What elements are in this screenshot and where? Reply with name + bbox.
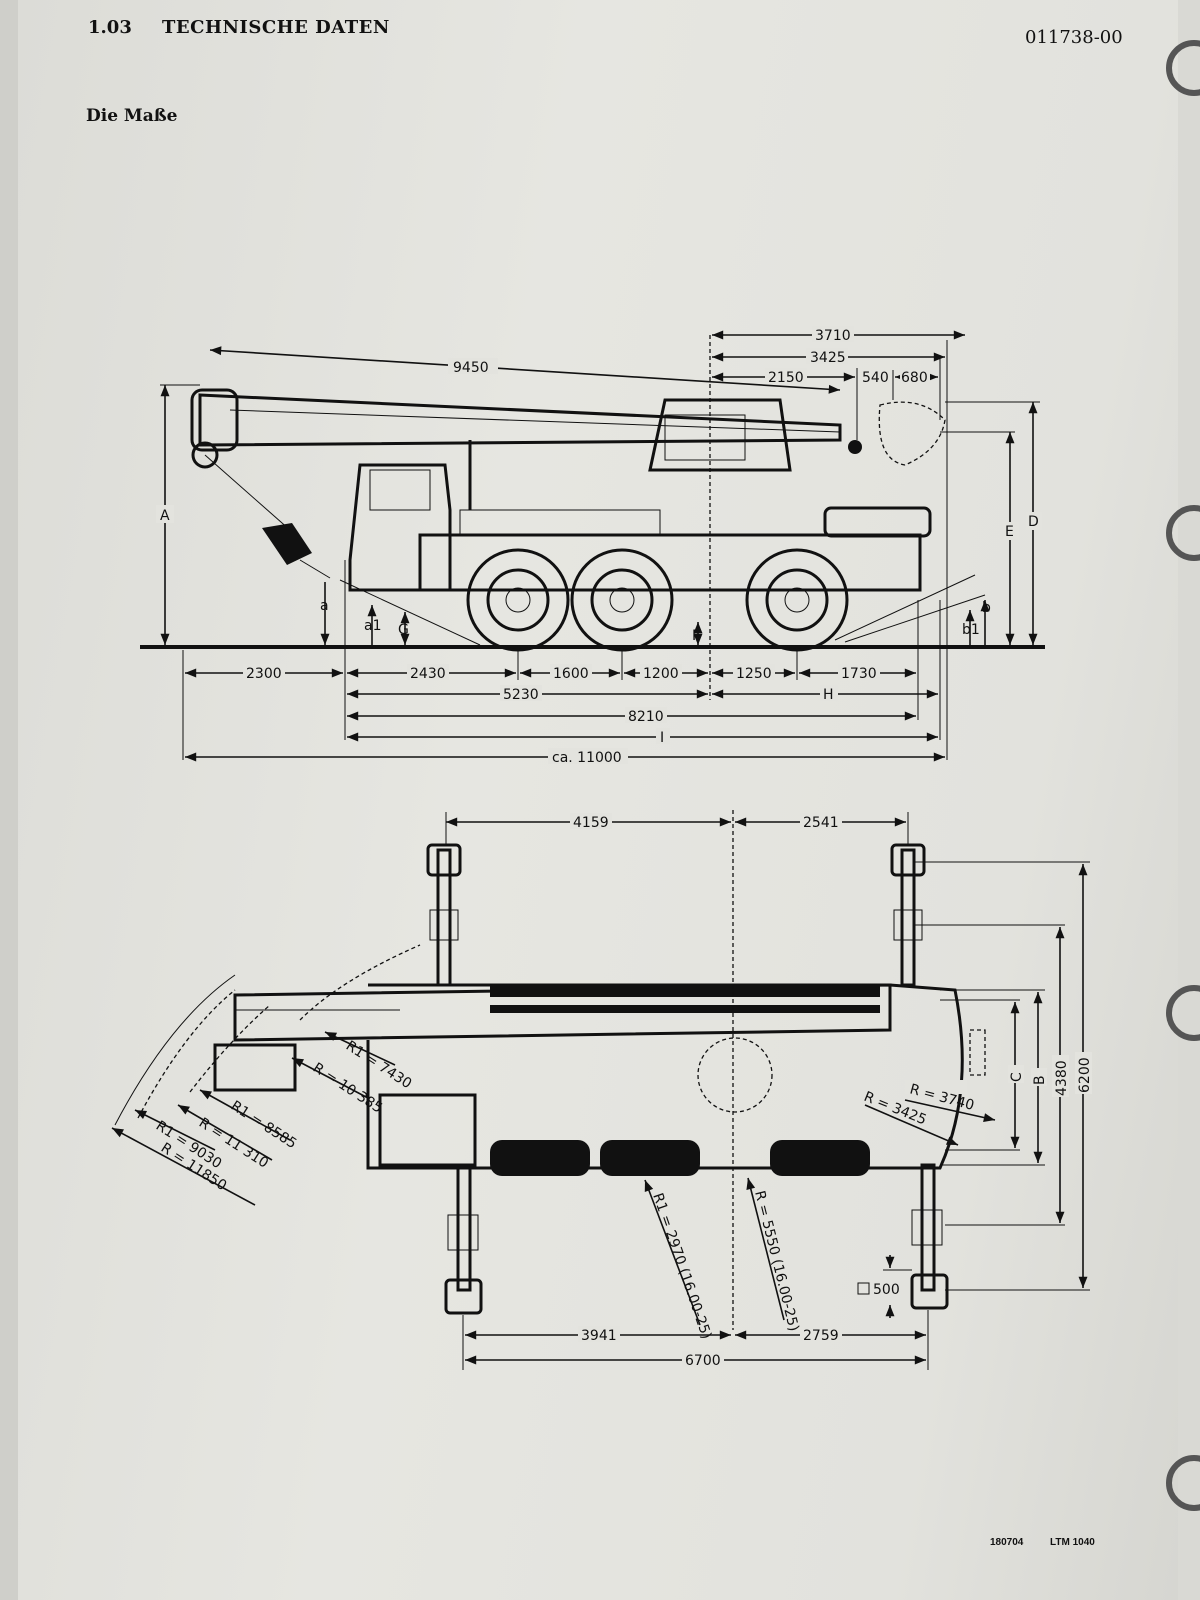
document-number: 011738-00: [1025, 27, 1123, 48]
section-title: TECHNISCHE DATEN: [162, 17, 390, 38]
dim-H-label: H: [823, 687, 834, 703]
tyre: [490, 1140, 590, 1176]
binder-ring: [1166, 40, 1200, 96]
height-D-label: D: [1028, 514, 1039, 530]
wheel: [466, 548, 570, 652]
crane-cab: [648, 398, 792, 472]
dim-C-label: C: [1009, 1072, 1025, 1082]
clearance-a-label: a: [320, 598, 329, 614]
tyre: [600, 1140, 700, 1176]
dim-1730: 1730: [841, 666, 877, 682]
height-A-label: A: [160, 508, 170, 524]
dim-overall-length: ca. 11000: [552, 750, 622, 766]
outrigger-front: [426, 843, 483, 1315]
dim-2300: 2300: [246, 666, 282, 682]
hook-block: [213, 1043, 297, 1092]
side-view-drawing: 9450 3710 3425 2150 540 680 A D E a a1 G…: [140, 326, 1045, 766]
dim-6700: 6700: [685, 1353, 721, 1369]
binder-ring: [1166, 505, 1200, 561]
dim-2541: 2541: [803, 815, 839, 831]
top-view-drawing: R1 = 7430 R = 10 385 R1 = 8585 R = 11 31…: [111, 810, 1093, 1370]
dim-6200: 6200: [1077, 1057, 1093, 1093]
dim-680: 680: [901, 370, 928, 386]
chassis: [418, 533, 922, 592]
dim-boom-length: 9450: [453, 360, 489, 376]
turning-radius-r: R = 5550 (16.00-25): [751, 1189, 801, 1333]
dim-I-label: I: [660, 730, 664, 746]
dim-8210: 8210: [628, 709, 664, 725]
dim-4159: 4159: [573, 815, 609, 831]
angle-b1-label: b1: [962, 622, 980, 638]
dim-2150: 2150: [768, 370, 804, 386]
carrier-cab: [348, 463, 452, 592]
wheel: [570, 548, 674, 652]
dim-1600: 1600: [553, 666, 589, 682]
binder-ring: [1166, 985, 1200, 1041]
dim-3941: 3941: [581, 1328, 617, 1344]
section-number: 1.03: [88, 17, 132, 38]
dim-3710: 3710: [815, 328, 851, 344]
dim-5230: 5230: [503, 687, 539, 703]
tyre: [770, 1140, 870, 1176]
footer-code: 180704: [990, 1537, 1024, 1548]
outrigger-rear: [890, 843, 949, 1310]
carrier-cab-top: [378, 1093, 477, 1167]
counterweight: [848, 401, 946, 466]
dim-4380: 4380: [1054, 1060, 1070, 1096]
footer-model: LTM 1040: [1050, 1537, 1095, 1548]
dim-B-label: B: [1032, 1075, 1048, 1085]
crane-boom: [190, 388, 842, 579]
dim-2430: 2430: [410, 666, 446, 682]
clearance-G-label: G: [398, 622, 409, 638]
height-E-label: E: [1005, 524, 1014, 540]
binder-ring: [1166, 1455, 1200, 1511]
angle-a1-label: a1: [364, 618, 382, 634]
turning-radius-r1: R1 = 2970 (16.00-25): [649, 1191, 714, 1341]
clearance-b-label: b: [982, 600, 991, 616]
wheel: [745, 548, 849, 652]
dim-1200: 1200: [643, 666, 679, 682]
page-subtitle: Die Maße: [86, 106, 178, 126]
dim-3425: 3425: [810, 350, 846, 366]
dim-540: 540: [862, 370, 889, 386]
pad-size: 500: [873, 1282, 900, 1298]
square-pad-icon: [857, 1282, 870, 1295]
clearance-F-label: F: [692, 628, 700, 644]
dim-2759: 2759: [803, 1328, 839, 1344]
dim-1250: 1250: [736, 666, 772, 682]
